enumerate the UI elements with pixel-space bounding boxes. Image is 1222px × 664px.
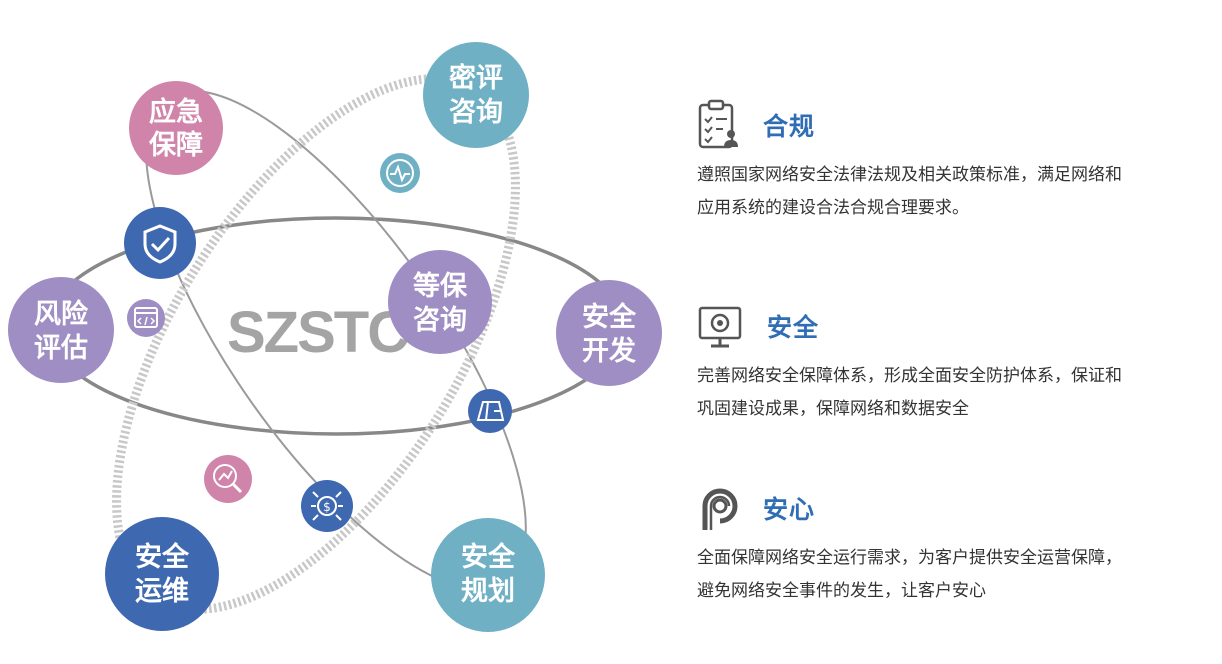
- feature-security: 安全 完善网络安全保障体系，形成全面安全防护体系，保证和 巩固建设成果，保障网络…: [697, 300, 1207, 426]
- monitor-camera-icon: [698, 306, 742, 348]
- svg-text:保障: 保障: [148, 129, 203, 161]
- feature-title: 安心: [763, 495, 816, 524]
- svg-text:安全: 安全: [461, 541, 516, 573]
- node-mlps[interactable]: 等保 咨询: [388, 250, 492, 354]
- feature-description: 全面保障网络安全运行需求，为客户提供安全运营保障， 避免网络安全事件的发生，让客…: [697, 548, 1122, 601]
- svg-text:等保: 等保: [413, 270, 468, 302]
- clipboard-checklist-icon: [698, 99, 738, 149]
- feature-description: 遵照国家网络安全法律法规及相关政策标准，满足网络和 应用系统的建设合法合规合理要…: [697, 165, 1122, 218]
- svg-text:$: $: [323, 500, 331, 514]
- service-orbit-diagram: SZSTC 应急 保障 密评 咨询 风险 评估 等保 咨询 安全 开发 安全 运…: [8, 42, 662, 632]
- node-emergency[interactable]: 应急 保障: [129, 81, 223, 175]
- svg-text:规划: 规划: [461, 576, 515, 607]
- node-risk[interactable]: 风险 评估: [8, 277, 114, 383]
- feature-description: 完善网络安全保障体系，形成全面安全防护体系，保证和 巩固建设成果，保障网络和数据…: [697, 366, 1122, 419]
- svg-text:安全: 安全: [135, 541, 190, 573]
- feature-compliance: 合规 遵照国家网络安全法律法规及相关政策标准，满足网络和 应用系统的建设合法合规…: [697, 99, 1207, 225]
- svg-text:风险: 风险: [34, 298, 89, 330]
- svg-text:评估: 评估: [34, 333, 88, 364]
- circle-p-icon: [702, 488, 738, 530]
- svg-text:咨询: 咨询: [413, 305, 467, 336]
- svg-text:开发: 开发: [582, 335, 636, 367]
- node-crypto[interactable]: 密评 咨询: [423, 42, 529, 148]
- bug-coin-icon: $: [301, 480, 353, 532]
- shield-icon: [124, 207, 196, 279]
- map-icon: [468, 389, 512, 433]
- svg-text:安全: 安全: [582, 301, 637, 333]
- svg-text:咨询: 咨询: [449, 97, 503, 128]
- node-dev[interactable]: 安全 开发: [556, 280, 662, 386]
- feature-title: 安全: [767, 313, 820, 342]
- node-plan[interactable]: 安全 规划: [431, 518, 545, 632]
- pulse-monitor-icon: [380, 153, 420, 193]
- svg-text:运维: 运维: [135, 576, 189, 607]
- node-ops[interactable]: 安全 运维: [105, 517, 219, 631]
- feature-peace-of-mind: 安心 全面保障网络安全运行需求，为客户提供安全运营保障， 避免网络安全事件的发生…: [697, 482, 1207, 608]
- svg-text:密评: 密评: [449, 62, 503, 94]
- svg-text:应急: 应急: [149, 96, 203, 128]
- chart-magnifier-icon: [204, 455, 252, 503]
- feature-title: 合规: [763, 112, 816, 141]
- code-window-icon: [127, 299, 165, 337]
- logo-text: SZSTC: [227, 300, 408, 365]
